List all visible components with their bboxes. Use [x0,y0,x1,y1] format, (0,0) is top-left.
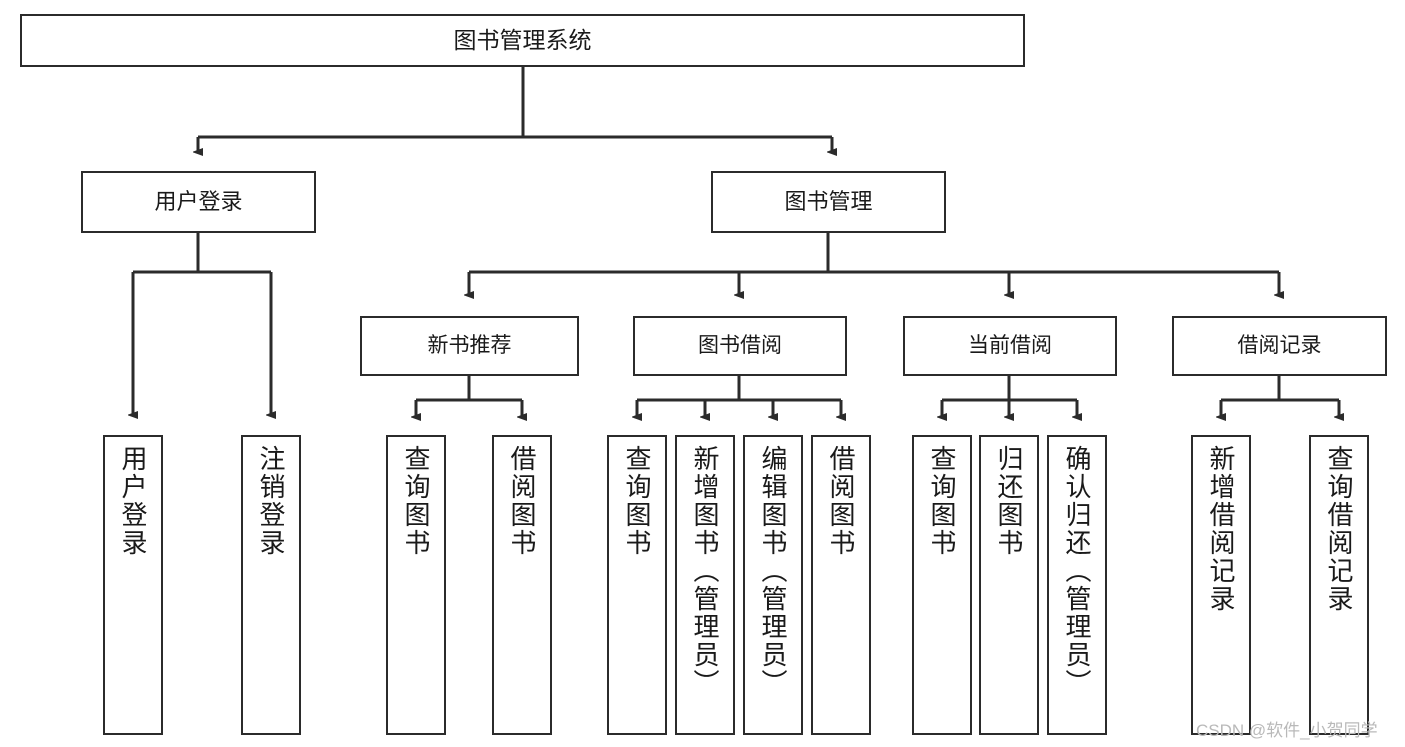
node-borrow-record[interactable]: 借阅记录 [1172,316,1387,376]
node-leaf-edit-book-label: 编辑图书（管理员） [758,445,788,697]
node-new-book-recommend[interactable]: 新书推荐 [360,316,579,376]
node-root[interactable]: 图书管理系统 [20,14,1025,67]
node-leaf-borrow-book-2-label: 借阅图书 [826,445,856,557]
node-borrow-record-label: 借阅记录 [1237,333,1322,357]
node-leaf-query-book-1-label: 查询图书 [401,445,431,557]
node-leaf-query-book-3[interactable]: 查询图书 [912,435,972,735]
node-leaf-query-book-2-label: 查询图书 [622,445,652,557]
node-leaf-return-book-label: 归还图书 [994,445,1024,557]
node-leaf-borrow-book-1-label: 借阅图书 [507,445,537,557]
node-user-login-label: 用户登录 [154,189,243,215]
node-leaf-query-record[interactable]: 查询借阅记录 [1309,435,1369,735]
node-leaf-query-book-1[interactable]: 查询图书 [386,435,446,735]
node-leaf-logout-login-label: 注销登录 [256,445,286,557]
csdn-watermark: CSDN @软件_小贺同学 [1196,721,1378,740]
node-leaf-query-book-3-label: 查询图书 [927,445,957,557]
node-book-manage[interactable]: 图书管理 [711,171,946,233]
node-book-borrow[interactable]: 图书借阅 [633,316,847,376]
node-leaf-add-record[interactable]: 新增借阅记录 [1191,435,1251,735]
node-leaf-borrow-book-2[interactable]: 借阅图书 [811,435,871,735]
node-leaf-add-record-label: 新增借阅记录 [1206,445,1236,613]
node-root-label: 图书管理系统 [453,26,592,53]
node-leaf-query-record-label: 查询借阅记录 [1324,445,1354,613]
node-book-manage-label: 图书管理 [784,189,873,215]
node-leaf-return-book[interactable]: 归还图书 [979,435,1039,735]
node-book-borrow-label: 图书借阅 [698,333,782,357]
node-leaf-user-login-label: 用户登录 [118,445,148,557]
node-leaf-user-login[interactable]: 用户登录 [103,435,163,735]
node-leaf-query-book-2[interactable]: 查询图书 [607,435,667,735]
node-leaf-confirm-return[interactable]: 确认归还（管理员） [1047,435,1107,735]
node-user-login[interactable]: 用户登录 [81,171,316,233]
node-leaf-edit-book[interactable]: 编辑图书（管理员） [743,435,803,735]
node-new-book-recommend-label: 新书推荐 [427,333,512,357]
node-leaf-confirm-return-label: 确认归还（管理员） [1062,445,1092,697]
node-leaf-logout-login[interactable]: 注销登录 [241,435,301,735]
node-current-borrow[interactable]: 当前借阅 [903,316,1117,376]
node-leaf-borrow-book-1[interactable]: 借阅图书 [492,435,552,735]
node-leaf-add-book-label: 新增图书（管理员） [690,445,720,697]
node-leaf-add-book[interactable]: 新增图书（管理员） [675,435,735,735]
node-current-borrow-label: 当前借阅 [968,333,1052,357]
